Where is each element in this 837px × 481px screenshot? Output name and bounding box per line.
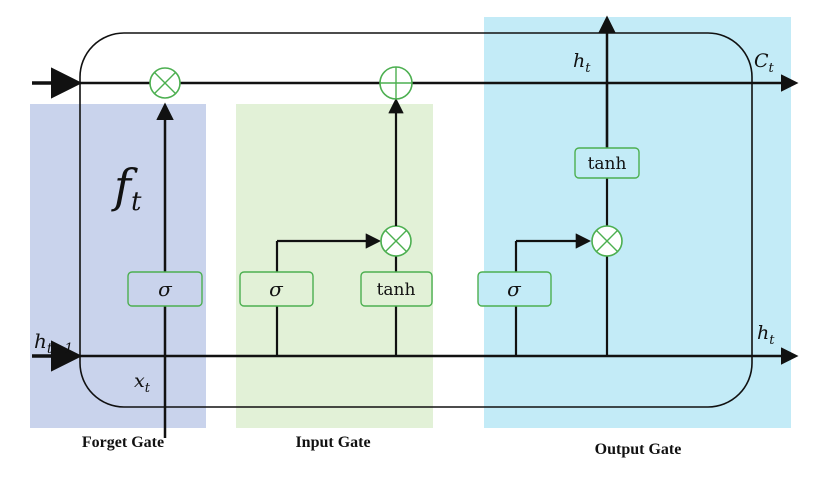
output-sigma-label: σ [507, 277, 522, 301]
x-t-label: xt [134, 370, 151, 396]
svg-text:ht: ht [757, 322, 775, 348]
input-gate-region [236, 104, 433, 428]
svg-text:ht−1: ht−1 [34, 329, 73, 357]
input-tanh-box [360, 271, 433, 307]
h-t-output-label: ht [757, 322, 775, 348]
input-sigma-label: σ [269, 277, 284, 301]
svg-text:ht: ht [573, 50, 591, 76]
forget-gate-region [30, 104, 206, 428]
h-t-top-label: ht [573, 50, 591, 76]
forget-sigma-label: σ [158, 277, 173, 301]
forget-sigma-box [127, 271, 203, 307]
svg-text:xt: xt [134, 370, 151, 396]
input-gate-caption: Input Gate [295, 434, 370, 451]
input-tanh-label: tanh [377, 280, 416, 300]
cell-frame [79, 32, 753, 408]
c-t-label: Ct [754, 50, 775, 76]
output-gate-caption: Output Gate [595, 441, 682, 458]
input-sigma-box [239, 271, 314, 307]
output-tanh-box [574, 147, 640, 179]
svg-text:Ct: Ct [754, 50, 775, 76]
output-tanh-label: tanh [588, 154, 627, 174]
output-gate-region [484, 17, 791, 428]
forget-gate-caption: Forget Gate [82, 434, 164, 451]
output-sigma-box [477, 271, 552, 307]
h-t-minus-1-label: ht−1 [34, 329, 73, 357]
